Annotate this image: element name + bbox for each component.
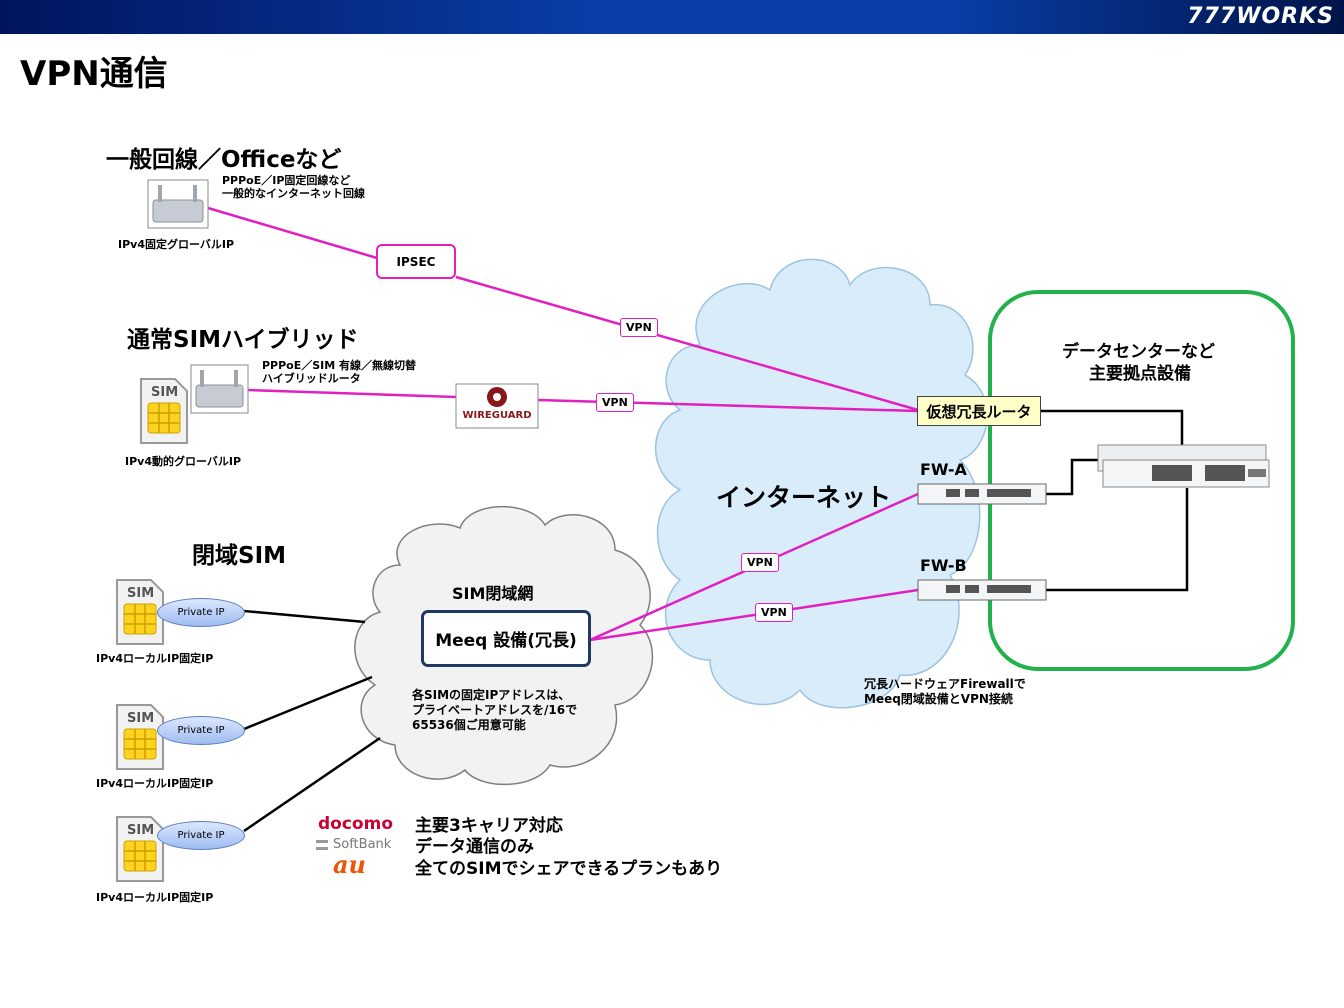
- fw-a-device-icon: [917, 483, 1047, 505]
- hybrid-router-icon: [190, 364, 249, 414]
- sim-2-private-ip: Private IP: [157, 716, 245, 745]
- sim-card-1-icon: SIM: [115, 578, 165, 650]
- vpn-tag-hybrid: VPN: [596, 393, 634, 412]
- fw-note-line2: Meeq閉域設備とVPN接続: [864, 692, 1013, 706]
- office-router-icon: [147, 179, 209, 229]
- brand-logo: 777WORKS: [1187, 4, 1334, 29]
- wireguard-label: WIREGUARD: [462, 410, 532, 421]
- sim-card-3-label: SIM: [127, 823, 155, 838]
- sim-2-ip-label: IPv4ローカルIP固定IP: [96, 777, 214, 790]
- carrier-line2: データ通信のみ: [415, 837, 534, 857]
- fw-b-device-icon: [917, 579, 1047, 601]
- softbank-logo: SoftBank: [333, 837, 392, 852]
- hybrid-sim-card-icon: SIM: [139, 377, 189, 449]
- ipsec-box: IPSEC: [376, 244, 456, 279]
- datacenter-title-line1: データセンターなど: [1062, 342, 1215, 362]
- vpn-tag-fw-b: VPN: [755, 603, 793, 622]
- hybrid-desc-line1: PPPoE／SIM 有線／無線切替: [262, 359, 417, 372]
- sim-network-note-line2: プライベートアドレスを/16で: [412, 703, 578, 717]
- sim-card-2-label: SIM: [127, 711, 155, 726]
- meeq-equipment-box: Meeq 設備(冗長): [421, 610, 591, 667]
- sim-network-note-line3: 65536個ご用意可能: [412, 718, 526, 732]
- datacenter-switch-icon: [1097, 444, 1270, 488]
- sim-card-1-label: SIM: [127, 586, 155, 601]
- header-bar: [0, 0, 1344, 34]
- virtual-router-box: 仮想冗長ルータ: [917, 396, 1041, 426]
- office-desc-line2: 一般的なインターネット回線: [222, 187, 365, 200]
- sim-3-ip-label: IPv4ローカルIP固定IP: [96, 891, 214, 904]
- fw-a-label: FW-A: [920, 460, 967, 479]
- carrier-line1: 主要3キャリア対応: [415, 816, 563, 836]
- sim-1-ip-label: IPv4ローカルIP固定IP: [96, 652, 214, 665]
- office-heading: 一般回線／Officeなど: [106, 147, 342, 173]
- internet-cloud: [654, 258, 988, 709]
- page-title: VPN通信: [20, 54, 168, 94]
- sim-card-3-icon: SIM: [115, 815, 165, 887]
- office-ip-label: IPv4固定グローバルIP: [118, 238, 235, 251]
- softbank-mark-icon: [316, 840, 328, 850]
- sim-1-private-ip: Private IP: [157, 598, 245, 627]
- hybrid-sim-card-label: SIM: [151, 385, 179, 400]
- au-logo: au: [333, 850, 366, 879]
- sim-network-note-line1: 各SIMの固定IPアドレスは、: [412, 688, 571, 702]
- carrier-line3: 全てのSIMでシェアできるプランもあり: [415, 859, 723, 879]
- sim-3-private-ip: Private IP: [157, 821, 245, 850]
- hybrid-desc-line2: ハイブリッドルータ: [262, 372, 361, 385]
- wireguard-logo-icon: [455, 383, 539, 429]
- datacenter-boundary: [988, 290, 1295, 671]
- sim-network-label: SIM閉域網: [452, 584, 534, 603]
- hybrid-ip-label: IPv4動的グローバルIP: [125, 455, 242, 468]
- vpn-tag-fw-a: VPN: [741, 553, 779, 572]
- fw-note-line1: 冗長ハードウェアFirewallで: [864, 677, 1026, 691]
- fw-b-label: FW-B: [920, 556, 967, 575]
- sim-card-2-icon: SIM: [115, 703, 165, 775]
- datacenter-title-line2: 主要拠点設備: [1089, 364, 1191, 384]
- closed-sim-heading: 閉域SIM: [192, 543, 287, 569]
- office-desc-line1: PPPoE／IP固定回線など: [222, 174, 351, 187]
- hybrid-heading: 通常SIMハイブリッド: [127, 327, 359, 353]
- vpn-tag-office: VPN: [620, 318, 658, 337]
- internet-label: インターネット: [716, 483, 892, 512]
- docomo-logo: docomo: [318, 814, 393, 834]
